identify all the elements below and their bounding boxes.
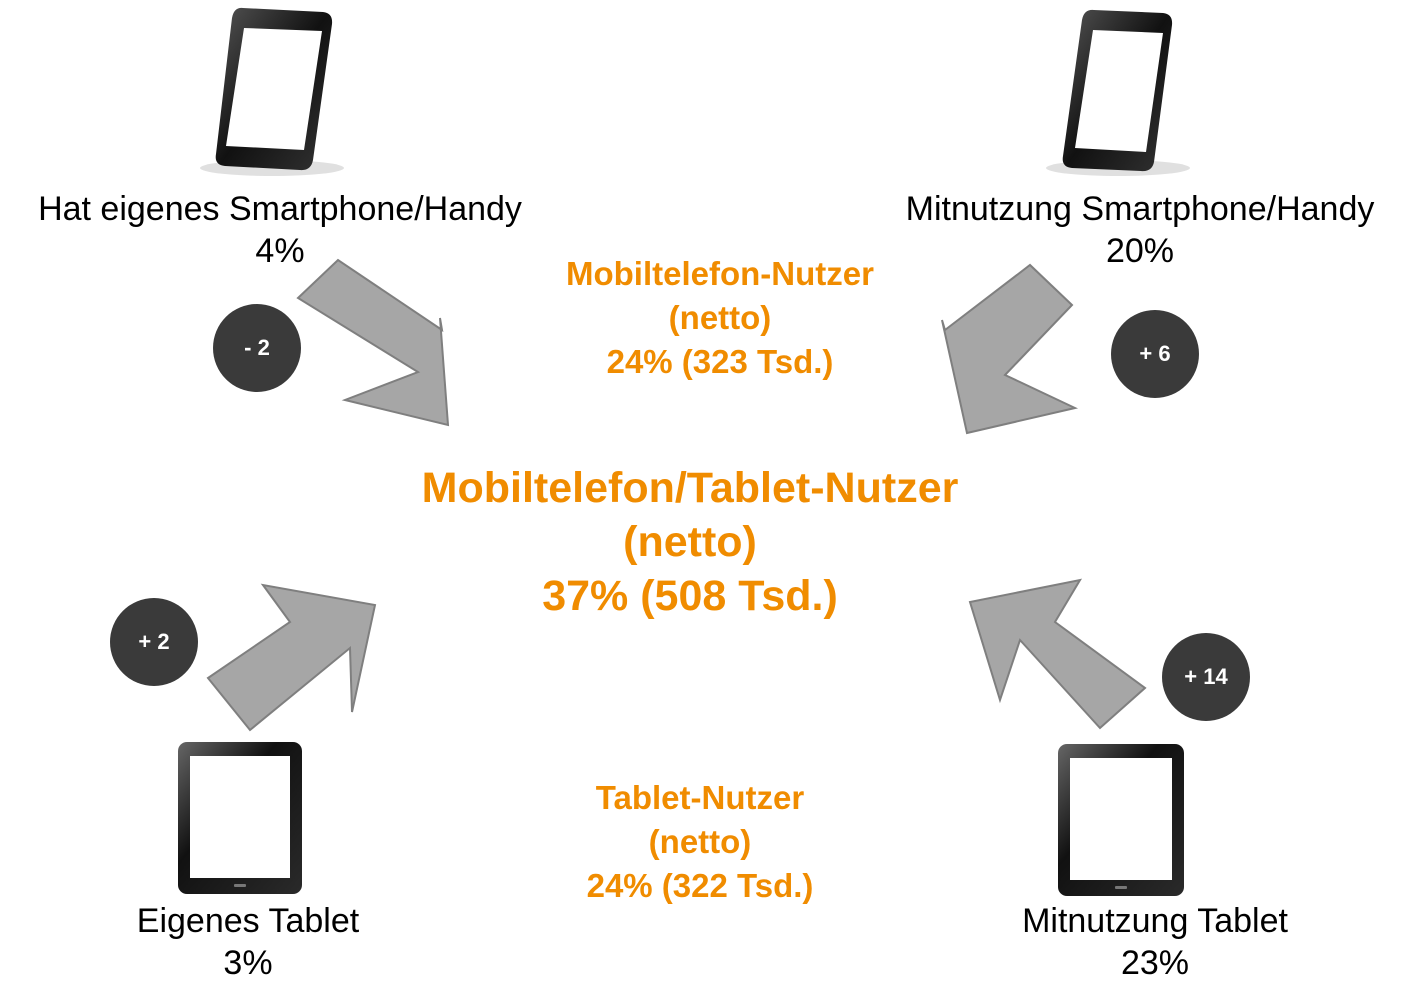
mobile-net-value: 24% (323 Tsd.)	[606, 343, 834, 380]
arrow-top-left	[296, 258, 450, 427]
badge-own-smartphone: - 2	[213, 304, 301, 392]
label-shared-smartphone: Mitnutzung Smartphone/Handy 20%	[870, 188, 1403, 272]
label-shared-tablet-title: Mitnutzung Tablet	[1022, 902, 1288, 940]
tablet-icon	[1058, 744, 1184, 896]
badge-own-tablet: + 2	[110, 598, 198, 686]
total-net-title: Mobiltelefon/Tablet-Nutzer	[421, 464, 959, 512]
mobile-net-subtitle: (netto)	[668, 299, 772, 336]
tablet-net-users: Tablet-Nutzer (netto) 24% (322 Tsd.)	[450, 776, 950, 908]
label-own-tablet-value: 3%	[223, 944, 273, 982]
label-own-smartphone-value: 4%	[255, 232, 305, 270]
total-net-users: Mobiltelefon/Tablet-Nutzer (netto) 37% (…	[340, 461, 1040, 623]
tablet-net-title: Tablet-Nutzer	[595, 779, 805, 816]
smartphone-icon	[200, 7, 344, 176]
label-shared-smartphone-value: 20%	[1105, 232, 1175, 270]
tablet-net-subtitle: (netto)	[648, 823, 752, 860]
label-own-tablet-title: Eigenes Tablet	[136, 902, 360, 940]
total-net-subtitle: (netto)	[623, 518, 757, 566]
label-own-smartphone-title: Hat eigenes Smartphone/Handy	[38, 190, 522, 228]
label-shared-smartphone-title: Mitnutzung Smartphone/Handy	[905, 190, 1375, 228]
label-own-tablet: Eigenes Tablet 3%	[48, 900, 448, 984]
label-shared-tablet: Mitnutzung Tablet 23%	[955, 900, 1355, 984]
mobile-net-users: Mobiltelefon-Nutzer (netto) 24% (323 Tsd…	[470, 252, 970, 384]
arrow-bottom-left	[206, 583, 377, 732]
label-shared-tablet-value: 23%	[1120, 944, 1190, 982]
label-own-smartphone: Hat eigenes Smartphone/Handy 4%	[0, 188, 560, 272]
badge-shared-smartphone: + 6	[1111, 310, 1199, 398]
arrow-bottom-right	[968, 578, 1147, 730]
mobile-net-title: Mobiltelefon-Nutzer	[566, 255, 874, 292]
badge-shared-tablet: + 14	[1162, 633, 1250, 721]
total-net-value: 37% (508 Tsd.)	[542, 572, 838, 620]
arrow-top-right	[941, 263, 1079, 435]
smartphone-icon	[1046, 9, 1190, 176]
tablet-net-value: 24% (322 Tsd.)	[586, 867, 814, 904]
tablet-icon	[178, 742, 302, 894]
